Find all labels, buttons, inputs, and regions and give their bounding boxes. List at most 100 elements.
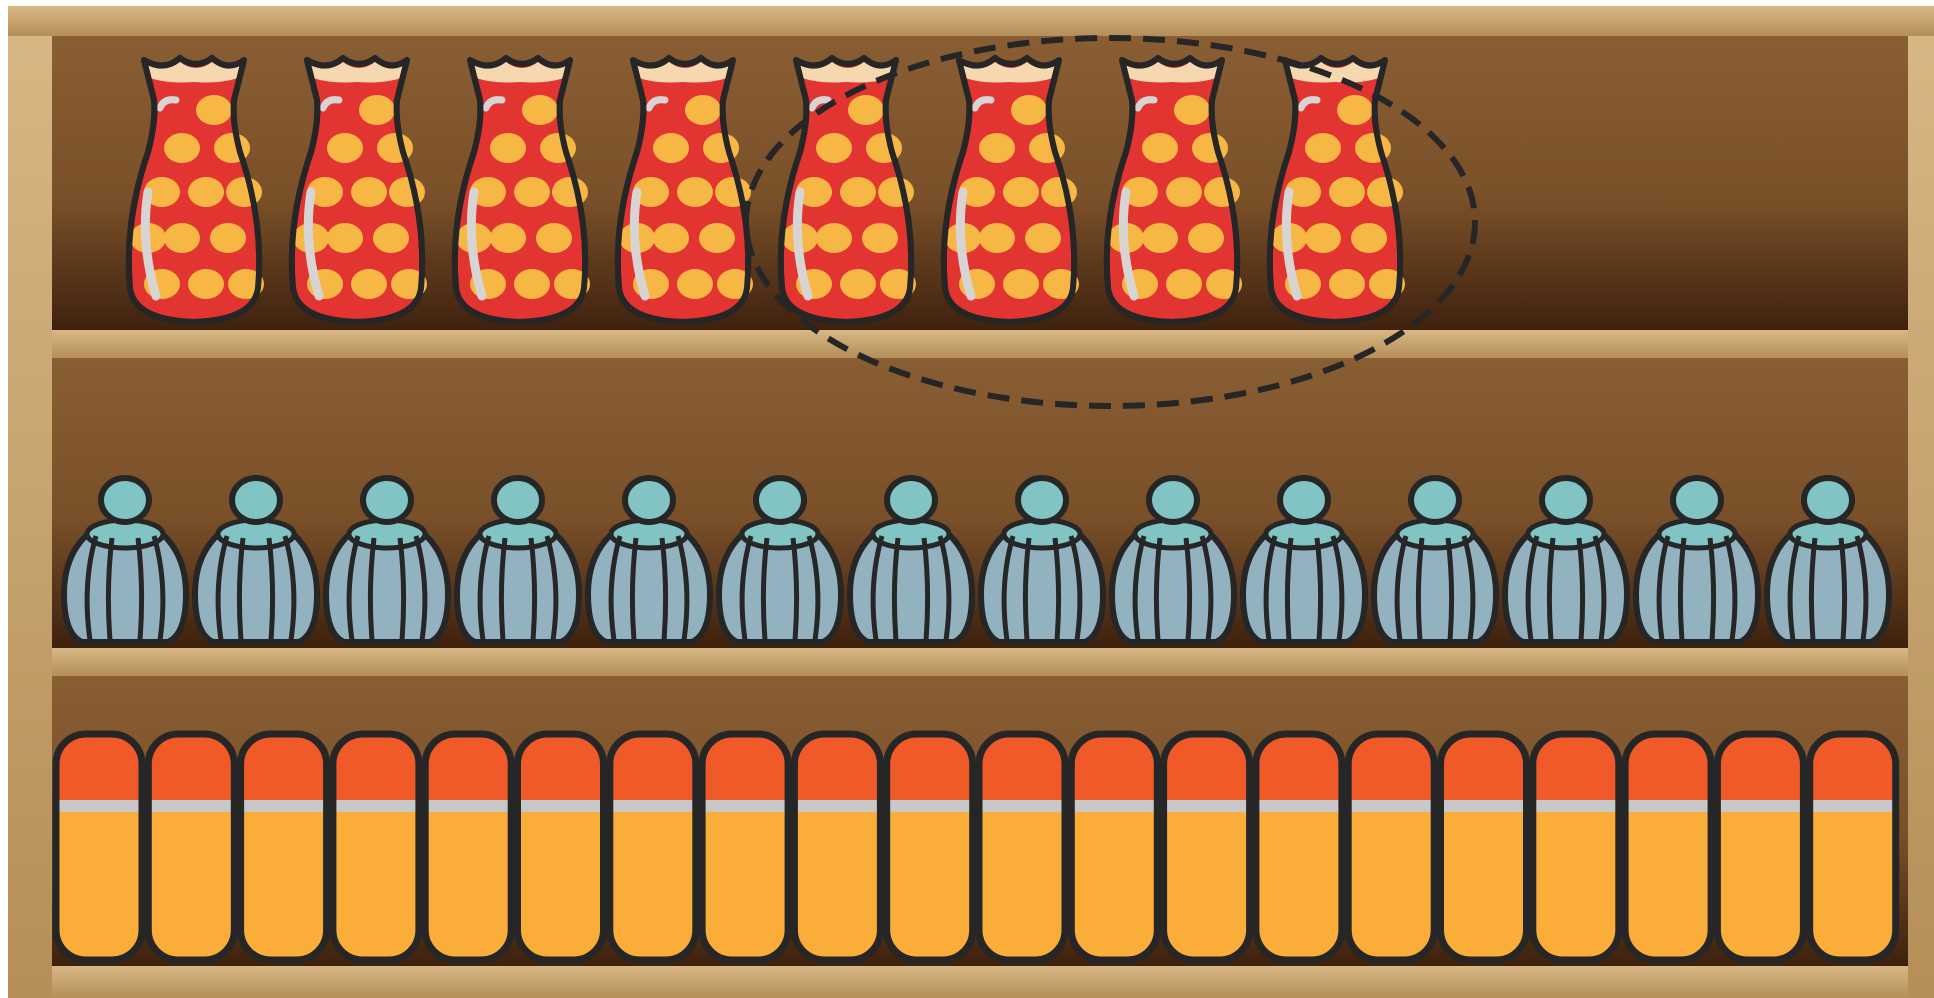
frame-left-post [8,6,52,998]
vase-dot [1142,133,1178,163]
vase-dot [351,269,387,299]
canister-item[interactable] [1441,734,1527,960]
canister-lid [1071,734,1157,802]
canister-item[interactable] [1810,734,1896,960]
canister-band [1533,800,1619,812]
pot-knob [101,478,149,522]
vase-dot [490,133,526,163]
pot-knob [1411,478,1459,522]
frame-top-rail [8,6,1934,36]
canister-lid [148,734,234,802]
canister-lid [1717,734,1803,802]
vase-dot [1142,223,1178,253]
pot-knob [887,478,935,522]
vase-dot [1025,223,1061,253]
canister-item[interactable] [1348,734,1434,960]
canister-item[interactable] [794,734,880,960]
canister-item[interactable] [1717,734,1803,960]
vase-dot [490,223,526,253]
canister-item[interactable] [518,734,604,960]
canister-item[interactable] [1164,734,1250,960]
vase-dot [699,223,735,253]
vase-dot [164,133,200,163]
canister-item[interactable] [1533,734,1619,960]
pot-knob [1280,478,1328,522]
canister-lid [979,734,1065,802]
canister-item[interactable] [56,734,142,960]
canister-item[interactable] [148,734,234,960]
vase-dot [1166,177,1202,207]
vase-dot [1003,269,1039,299]
pot-knob [1018,478,1066,522]
canister-item[interactable] [241,734,327,960]
vase-dot [840,177,876,207]
vase-dot [979,223,1015,253]
canister-band [1164,800,1250,812]
vase-dot [677,269,713,299]
pot-knob [1673,478,1721,522]
canister-item[interactable] [1071,734,1157,960]
canister-band [702,800,788,812]
canister-lid [56,734,142,802]
canister-lid [1256,734,1342,802]
vase-dot [1188,223,1224,253]
vase-dot [677,177,713,207]
pot-knob [1149,478,1197,522]
canister-item[interactable] [887,734,973,960]
vase-dot [327,133,363,163]
vase-dot [188,269,224,299]
canister-band [1625,800,1711,812]
vase-dot [816,223,852,253]
shelf-plank-1 [52,330,1908,358]
canister-band [1256,800,1342,812]
canister-band [241,800,327,812]
vase-dot [373,223,409,253]
canister-lid [1348,734,1434,802]
canister-band [794,800,880,812]
vase-dot [1329,177,1365,207]
canister-lid [1533,734,1619,802]
shelf-plank-bottom [52,966,1908,998]
pot-knob [232,478,280,522]
canister-lid [425,734,511,802]
vase-dot [685,95,721,125]
vase-dot [1166,269,1202,299]
canister-band [1810,800,1896,812]
canister-item[interactable] [425,734,511,960]
canister-item[interactable] [702,734,788,960]
canister-band [518,800,604,812]
canister-band [1717,800,1803,812]
canister-item[interactable] [1256,734,1342,960]
canister-band [887,800,973,812]
canister-item[interactable] [1625,734,1711,960]
vase-dot [816,133,852,163]
vase-dot [210,223,246,253]
vase-dot [1041,177,1077,207]
vase-dot [1204,177,1240,207]
vase-dot [536,223,572,253]
canister-item[interactable] [610,734,696,960]
vase-dot [653,133,689,163]
canister-lid [887,734,973,802]
vase-dot [1329,269,1365,299]
vase-dot [1367,177,1403,207]
vase-dot [164,223,200,253]
canister-row [56,734,1896,960]
canister-item[interactable] [979,734,1065,960]
vase-dot [840,269,876,299]
canister-item[interactable] [333,734,419,960]
canister-band [56,800,142,812]
vase-dot [522,95,558,125]
vase-dot [514,269,550,299]
vase-dot [1174,95,1210,125]
canister-lid [1164,734,1250,802]
canister-lid [1810,734,1896,802]
vase-dot [327,223,363,253]
pot-knob [625,478,673,522]
vase-dot [351,177,387,207]
vase-dot [878,177,914,207]
vase-dot [226,177,262,207]
vase-dot [1305,223,1341,253]
canister-band [425,800,511,812]
vase-dot [188,177,224,207]
